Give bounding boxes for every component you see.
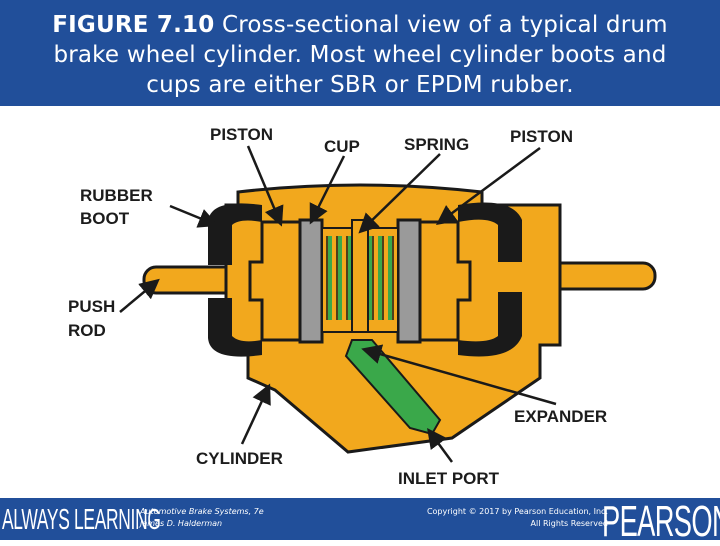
label-cup: CUP [324, 137, 360, 156]
label-rod: ROD [68, 321, 106, 340]
label-inlet-port: INLET PORT [398, 469, 500, 488]
caption-text-1: Cross-sectional view of a typical drum [221, 12, 668, 38]
caption-line-1: FIGURE 7.10 Cross-sectional view of a ty… [0, 10, 720, 40]
caption-banner: FIGURE 7.10 Cross-sectional view of a ty… [0, 0, 720, 106]
cup-left [298, 218, 324, 344]
copyright-line-2: All Rights Reserved [530, 519, 608, 528]
rubber-boot-left [208, 203, 262, 357]
footer-bar [0, 498, 720, 540]
label-boot: BOOT [80, 209, 130, 228]
leader-lines [119, 145, 557, 463]
label-piston-left: PISTON [210, 125, 273, 144]
copyright-line-1: Copyright © 2017 by Pearson Education, I… [426, 507, 608, 516]
copyright-notice: Copyright © 2017 by Pearson Education, I… [392, 506, 608, 530]
book-author: James D. Halderman [140, 519, 223, 528]
label-rubber: RUBBER [80, 186, 153, 205]
figure-number: FIGURE 7.10 [52, 12, 215, 38]
caption-line-2: brake wheel cylinder. Most wheel cylinde… [53, 42, 667, 68]
always-learning-logo: ALWAYS LEARNING [2, 504, 161, 536]
pearson-logo: PEARSON [602, 497, 720, 546]
piston-right [418, 220, 472, 342]
book-title: Automotive Brake Systems, 7e [140, 507, 264, 516]
caption-line-3: cups are either SBR or EPDM rubber. [146, 72, 574, 98]
label-cylinder: CYLINDER [196, 449, 283, 468]
book-credit: Automotive Brake Systems, 7e James D. Ha… [140, 506, 264, 530]
wheel-cylinder-diagram: PISTON CUP SPRING PISTON RUBBER BOOT PUS… [68, 125, 657, 488]
rubber-boot-right [458, 202, 522, 357]
label-push: PUSH [68, 297, 115, 316]
label-expander: EXPANDER [514, 407, 607, 426]
cup-right [396, 218, 422, 344]
label-spring: SPRING [404, 135, 469, 154]
expander [351, 219, 369, 333]
label-piston-right: PISTON [510, 127, 573, 146]
